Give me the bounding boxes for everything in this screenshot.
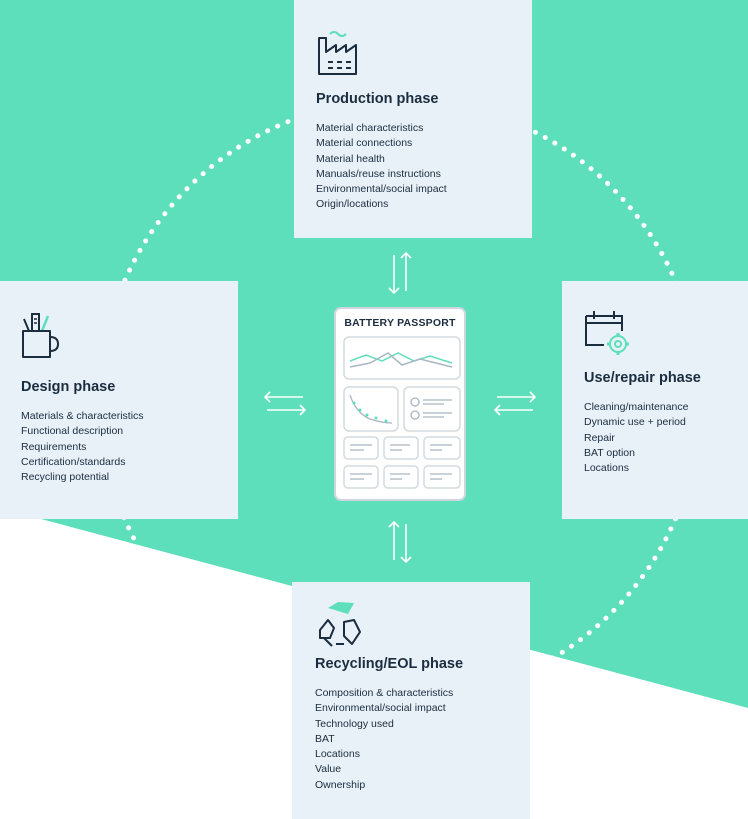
list-item: Materials & characteristics <box>21 410 144 422</box>
recycling-eol-phase-list: Composition & characteristics Environmen… <box>315 686 453 793</box>
design-phase-panel: Design phase Materials & characteristics… <box>0 281 238 519</box>
factory-icon <box>316 28 364 81</box>
list-item: Technology used <box>315 717 394 730</box>
list-item: Functional description <box>21 425 124 438</box>
design-phase-list: Materials & characteristics Functional d… <box>21 409 144 485</box>
use-repair-phase-title: Use/repair phase <box>584 370 701 386</box>
list-item: Origin/locations <box>316 198 389 211</box>
list-item: Recycling potential <box>21 471 110 484</box>
list-item: Locations <box>315 748 360 761</box>
list-item: Value <box>315 763 342 776</box>
list-item: Certification/standards <box>21 455 126 468</box>
production-exchange-arrow <box>388 251 412 295</box>
recycling-eol-phase-panel: Recycling/EOL phase Composition & charac… <box>292 582 530 819</box>
list-item: Requirements <box>21 440 87 453</box>
production-phase-panel: Production phase Material characteristic… <box>294 0 532 238</box>
list-item: BAT <box>315 732 335 745</box>
use-repair-phase-panel: Use/repair phase Cleaning/maintenance Dy… <box>562 281 748 519</box>
list-item: Material connections <box>316 137 413 150</box>
use-repair-phase-list: Cleaning/maintenance Dynamic use + perio… <box>584 400 689 476</box>
recycling-eol-phase-title: Recycling/EOL phase <box>315 656 464 672</box>
list-item: Dynamic use + period <box>584 416 686 429</box>
passport-document-graphic <box>343 336 461 489</box>
calendar-gear-icon <box>584 309 632 362</box>
recycling-exchange-arrow <box>388 520 412 564</box>
list-item: Cleaning/maintenance <box>584 401 689 413</box>
list-item: BAT option <box>584 446 635 459</box>
list-item: Repair <box>584 431 615 444</box>
design-phase-title: Design phase <box>21 379 116 395</box>
list-item: Locations <box>584 462 629 475</box>
recycle-icon <box>314 600 362 653</box>
production-phase-title: Production phase <box>316 91 439 107</box>
list-item: Material health <box>316 152 385 165</box>
list-item: Composition & characteristics <box>315 687 454 699</box>
use-repair-exchange-arrow <box>493 391 537 416</box>
list-item: Environmental/social impact <box>315 702 446 715</box>
list-item: Environmental/social impact <box>316 183 447 196</box>
list-item: Material characteristics <box>316 122 424 134</box>
battery-passport-card: BATTERY PASSPORT <box>334 307 466 501</box>
list-item: Manuals/reuse instructions <box>316 167 441 180</box>
pencil-cup-icon <box>20 311 62 366</box>
battery-passport-title: BATTERY PASSPORT <box>344 317 456 329</box>
list-item: Ownership <box>315 778 366 791</box>
design-exchange-arrow <box>263 391 307 416</box>
production-phase-list: Material characteristics Material connec… <box>316 121 447 213</box>
